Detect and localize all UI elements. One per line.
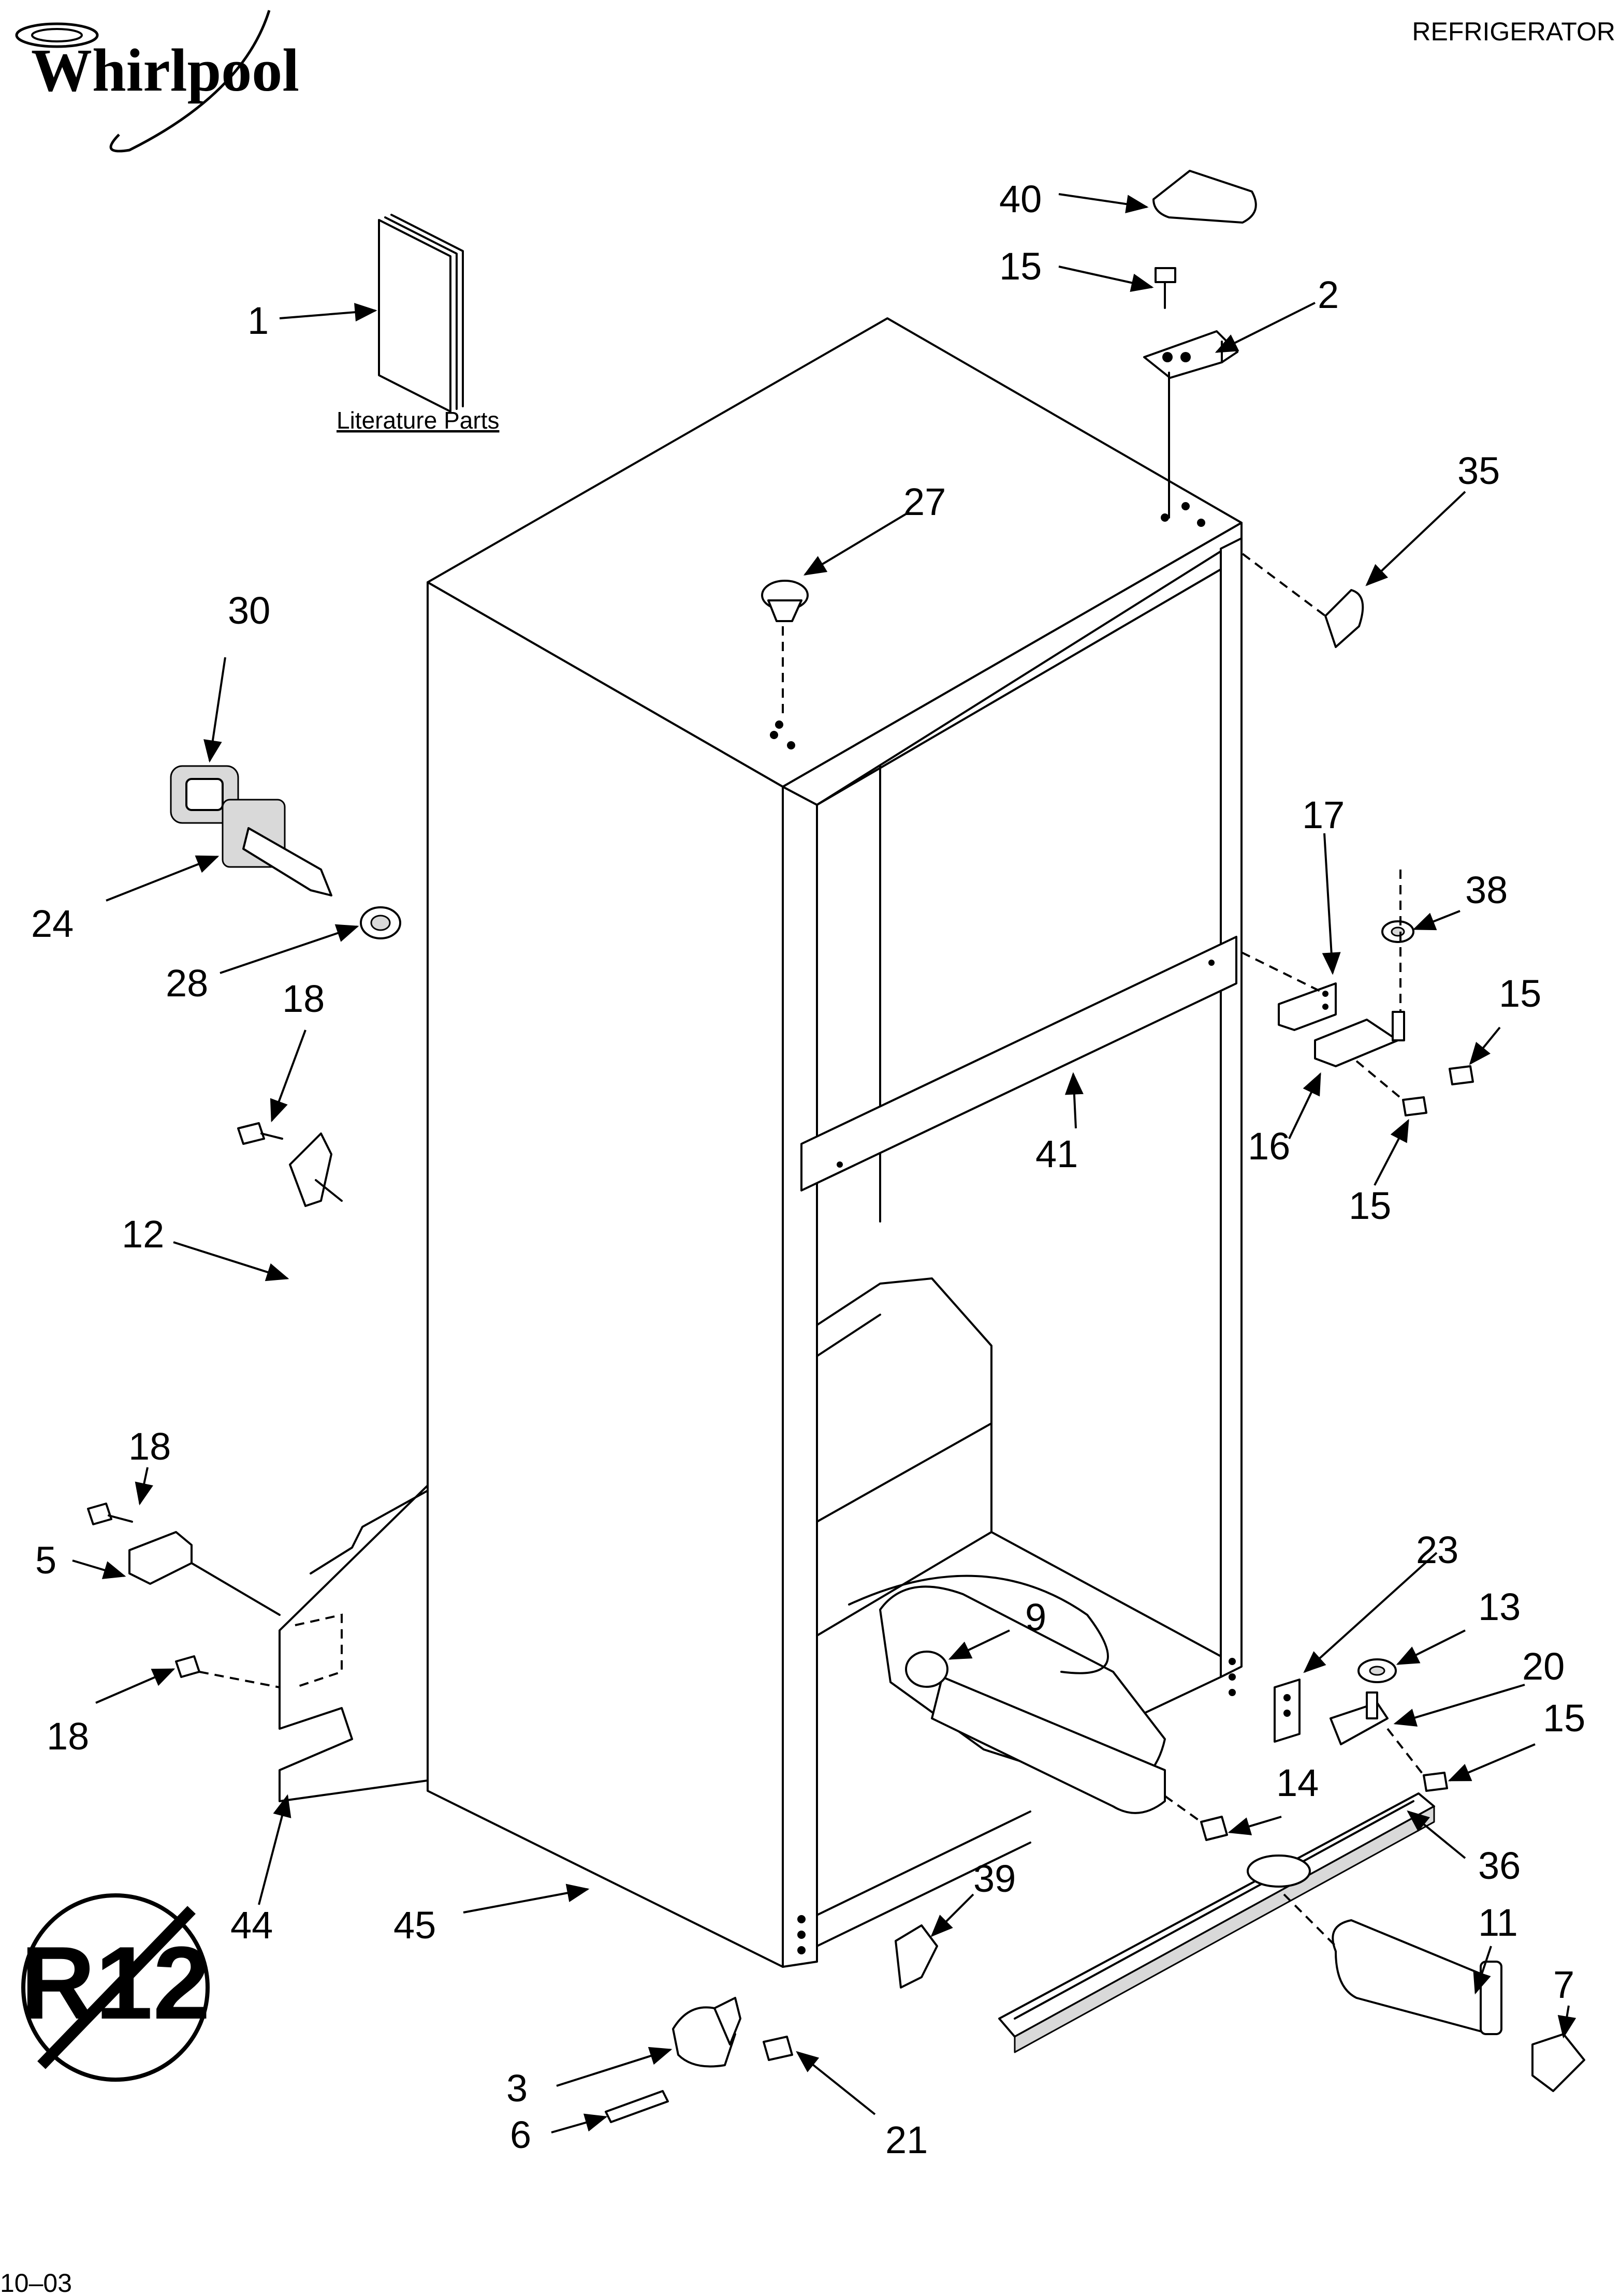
hinge-bottom-23	[1274, 1679, 1301, 1743]
callout-18-mid: 18	[128, 1425, 171, 1468]
literature-label: Literature Parts	[337, 407, 499, 434]
hinge-pin-20	[1330, 1691, 1389, 1745]
hinge-cap	[1152, 170, 1257, 224]
callout-7: 7	[1553, 1963, 1574, 2006]
no-r12-badge: R12	[21, 1893, 210, 2082]
callout-27: 27	[903, 480, 946, 523]
callout-12: 12	[122, 1213, 164, 1256]
callout-15-hinge-a: 15	[1499, 972, 1541, 1015]
hinge-top	[1143, 330, 1238, 519]
drain-pan-9	[879, 1585, 1166, 1814]
callout-45: 45	[393, 1904, 436, 1947]
callout-3: 3	[506, 2067, 528, 2110]
callout-6: 6	[510, 2113, 531, 2156]
clip-39	[895, 1924, 938, 1989]
bracket-5	[128, 1531, 281, 1616]
callout-1: 1	[247, 299, 269, 342]
screw-21	[763, 2036, 793, 2061]
gasket-30	[170, 765, 239, 824]
logo-swirl-inner-icon	[31, 28, 83, 42]
brand-logo: Whirlpool	[15, 10, 299, 153]
clip-12	[289, 1132, 343, 1207]
callout-20: 20	[1522, 1645, 1565, 1688]
callout-39: 39	[973, 1857, 1016, 1900]
callout-5: 5	[35, 1539, 56, 1582]
logo-swirl-icon	[15, 22, 99, 48]
callout-18-low: 18	[47, 1715, 89, 1758]
callout-11: 11	[1478, 1901, 1518, 1944]
screw-18-low	[175, 1655, 280, 1688]
washer-13	[1357, 1658, 1397, 1683]
callout-16: 16	[1248, 1125, 1290, 1168]
callout-21: 21	[885, 2118, 928, 2161]
callout-18-upper: 18	[282, 977, 325, 1020]
callout-15-bottom: 15	[1543, 1697, 1585, 1740]
drain-tube-24	[222, 799, 332, 896]
screw-18-upper	[237, 1122, 283, 1145]
screw-15-hinge-a	[1449, 1065, 1474, 1085]
bracket-3	[672, 1997, 741, 2068]
callout-14: 14	[1276, 1761, 1319, 1804]
callout-41: 41	[1035, 1132, 1078, 1175]
callout-23: 23	[1416, 1528, 1458, 1571]
callout-30: 30	[228, 589, 270, 632]
callout-13: 13	[1478, 1585, 1521, 1628]
callout-15-hinge-b: 15	[1349, 1184, 1391, 1227]
cabinet-shell	[279, 317, 1243, 1968]
grille-36	[998, 1792, 1435, 2053]
callout-24: 24	[31, 902, 74, 945]
callout-40: 40	[999, 178, 1042, 220]
corner-cover-35	[1242, 553, 1364, 648]
hinge-center-16	[1314, 1011, 1405, 1067]
filter-11	[1283, 1893, 1502, 2035]
callout-2: 2	[1318, 273, 1339, 316]
cap-7	[1531, 2033, 1585, 2092]
screw-14	[1164, 1795, 1228, 1841]
callout-17: 17	[1302, 793, 1345, 836]
hose-loop	[848, 1574, 1109, 1674]
callout-28: 28	[166, 962, 208, 1005]
washer-28	[360, 906, 401, 939]
screw-15-top	[1155, 267, 1176, 309]
callout-numbers: 1 2 3 5 6 7 9 11 12 13 14 15 15 15 15 16…	[31, 178, 1585, 2161]
screw-15-hinge-b	[1355, 1060, 1427, 1116]
section-title: REFRIGERATOR	[1412, 17, 1615, 46]
plug-27	[761, 580, 809, 719]
callout-35: 35	[1457, 449, 1500, 492]
washer-38	[1381, 870, 1414, 1012]
screw-15-bottom	[1386, 1728, 1448, 1792]
date-code: 10–03	[0, 2269, 72, 2296]
callout-36: 36	[1478, 1844, 1521, 1887]
callout-44: 44	[230, 1904, 273, 1947]
brand-name: Whirlpool	[31, 36, 299, 104]
screw-18-mid	[87, 1503, 133, 1525]
logo-swash-icon	[109, 10, 271, 153]
callout-38: 38	[1465, 869, 1508, 911]
callout-9: 9	[1025, 1596, 1046, 1639]
callout-15-top: 15	[999, 245, 1042, 288]
pin-6	[605, 2090, 669, 2123]
literature-book	[378, 214, 464, 413]
hinge-center-17	[1241, 951, 1337, 1031]
leader-lines	[72, 193, 1576, 2133]
